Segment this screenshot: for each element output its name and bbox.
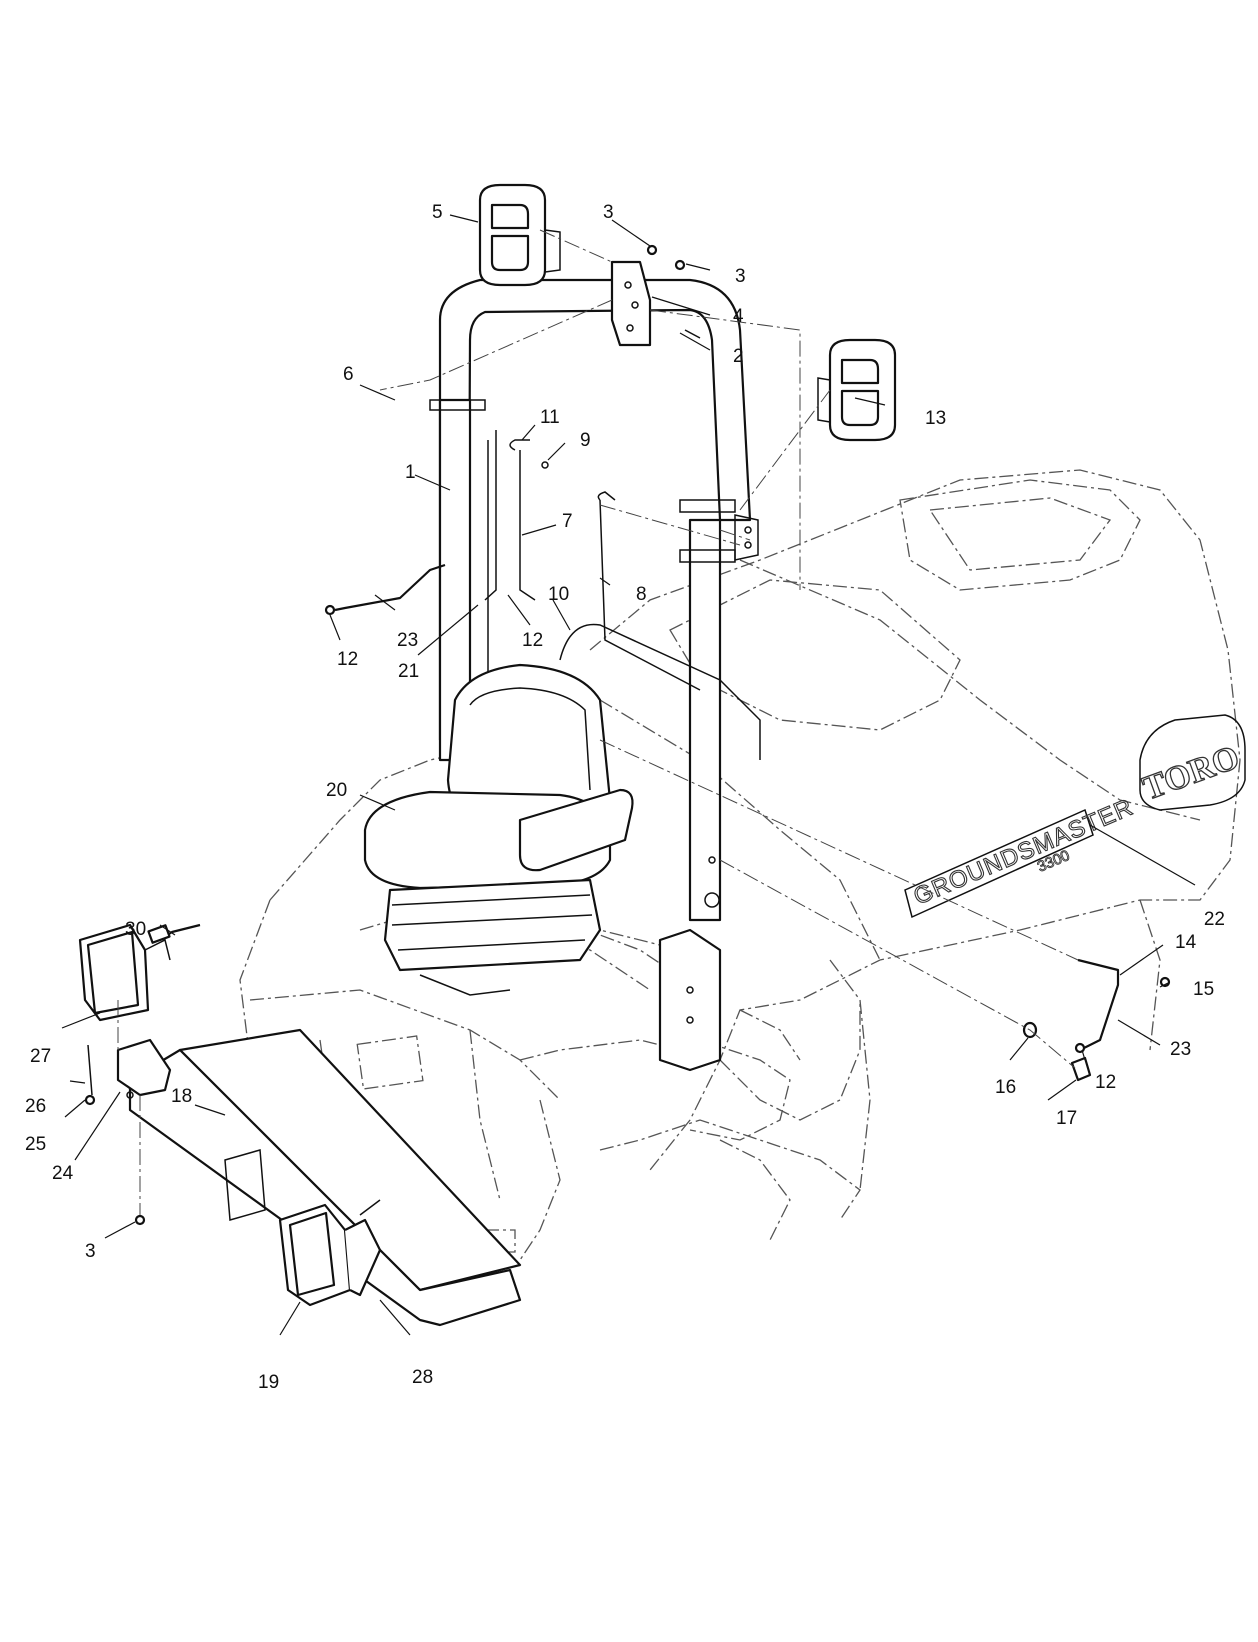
callout-21: 21: [398, 661, 419, 682]
decal-model-text: GROUNDSMASTER: [910, 794, 1138, 911]
callout-3b: 3: [735, 266, 746, 287]
rear-headlight: [78, 923, 201, 1022]
callout-6: 6: [343, 364, 354, 385]
callout-11: 11: [540, 407, 560, 428]
callout-12c: 12: [1095, 1072, 1116, 1093]
callout-28: 28: [412, 1367, 433, 1388]
callout-12a: 12: [337, 649, 358, 670]
callout-23b: 23: [1170, 1039, 1191, 1060]
callout-18: 18: [171, 1086, 192, 1107]
callout-3a: 3: [603, 202, 614, 223]
callout-24: 24: [52, 1163, 74, 1184]
left-tail-light: [478, 183, 561, 287]
callout-8: 8: [636, 584, 647, 605]
operator-seat: [363, 663, 634, 996]
callout-17: 17: [1056, 1108, 1077, 1129]
callout-4: 4: [733, 306, 744, 327]
callout-14: 14: [1175, 932, 1197, 953]
callout-25: 25: [25, 1134, 46, 1155]
callout-19: 19: [258, 1372, 279, 1393]
hood-brand-text: TORO: [1138, 739, 1244, 808]
callout-23a: 23: [397, 630, 418, 651]
callout-20: 20: [326, 780, 347, 801]
light-mount-bracket: [84, 1038, 172, 1106]
hood-logo: TORO: [1137, 714, 1246, 811]
callout-1: 1: [405, 462, 416, 483]
rollbar: [429, 278, 759, 922]
callout-3c: 3: [85, 1241, 96, 1262]
callout-26: 26: [25, 1096, 46, 1117]
callout-13: 13: [925, 408, 946, 429]
rops-mount: [658, 928, 722, 1072]
callout-30: 30: [125, 919, 146, 940]
callout-10: 10: [548, 584, 569, 605]
callout-leaders: [61, 214, 1196, 1336]
callout-15: 15: [1193, 979, 1214, 1000]
light-bracket: [610, 244, 701, 347]
callout-27: 27: [30, 1046, 51, 1067]
callout-5: 5: [432, 202, 443, 223]
callout-12b: 12: [522, 630, 543, 651]
callout-labels: 5 3 3 4 2 6 13 11 9 1 7 10 8 23 12 12 21…: [25, 202, 1225, 1393]
callout-16: 16: [995, 1077, 1016, 1098]
front-headlight: [278, 1199, 382, 1307]
callout-22: 22: [1204, 909, 1225, 930]
right-tail-light: [817, 338, 897, 442]
callout-9: 9: [580, 430, 591, 451]
callout-7: 7: [562, 511, 573, 532]
footrest-plate: [126, 1028, 522, 1327]
callout-2: 2: [733, 346, 744, 367]
assembly-lines: [117, 229, 1079, 1215]
groundsmaster-decal: GROUNDSMASTER 3300: [904, 793, 1138, 919]
